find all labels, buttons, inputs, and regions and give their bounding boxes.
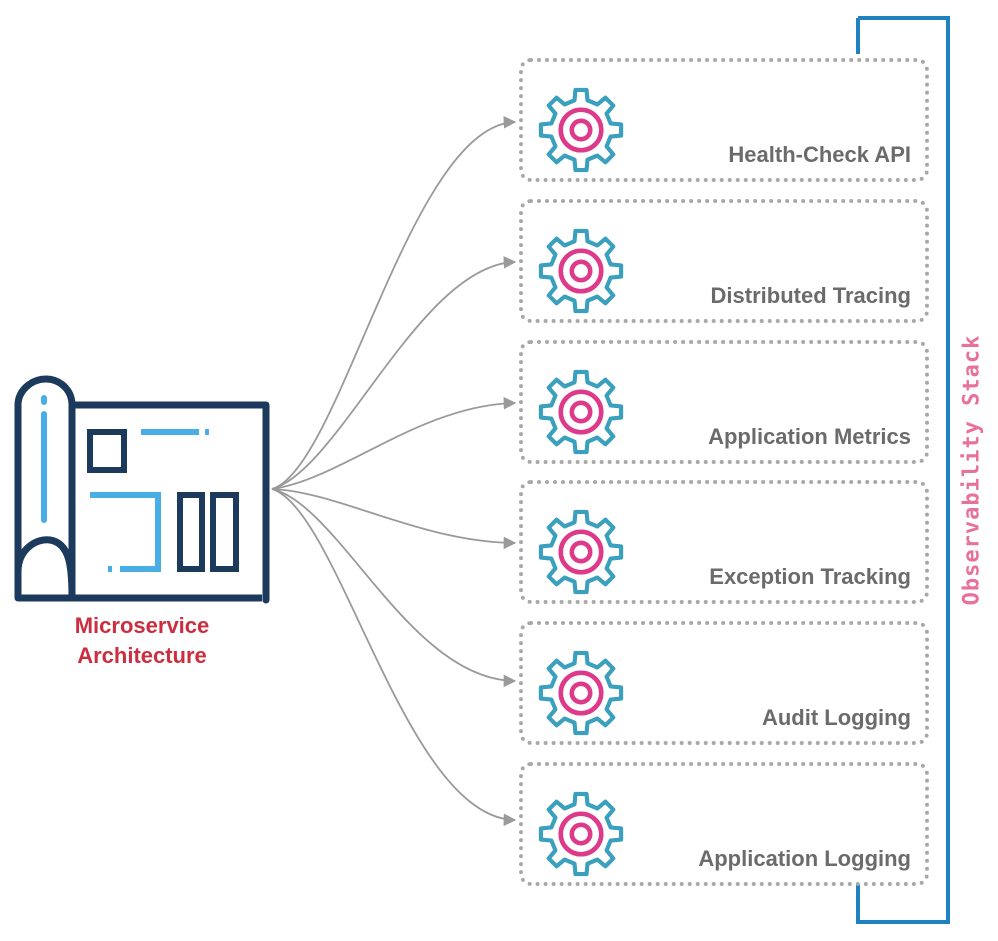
arrow-exception-tracking (271, 488, 517, 550)
stack-item-label: Application Logging (698, 846, 911, 871)
source-label-line1: Microservice (74, 613, 210, 638)
gear-icon (535, 647, 627, 739)
stack-item-application-logging: Application Logging (519, 762, 929, 886)
stack-item-label: Application Metrics (708, 424, 911, 449)
gear-icon (535, 366, 627, 458)
stack-item-distributed-tracing: Distributed Tracing (519, 199, 929, 323)
blueprint-icon (14, 375, 270, 604)
stack-item-health-check: Health-Check API (519, 58, 929, 182)
gear-icon (535, 788, 627, 880)
arrow-application-logging (271, 488, 517, 827)
gear-icon (535, 506, 627, 598)
stack-item-label: Distributed Tracing (710, 283, 911, 308)
source-label-line2: Architecture (77, 643, 207, 668)
gear-icon (535, 225, 627, 317)
arrow-audit-logging (271, 488, 517, 688)
connector-arrows (271, 116, 517, 827)
arrow-distributed-tracing (271, 256, 517, 490)
gear-icon (535, 84, 627, 176)
stack-item-audit-logging: Audit Logging (519, 621, 929, 745)
stack-item-label: Health-Check API (728, 142, 911, 167)
source-label: Microservice Architecture (42, 611, 242, 671)
stack-item-label: Audit Logging (761, 705, 911, 730)
stack-item-exception-tracking: Exception Tracking (519, 480, 929, 604)
arrow-application-metrics (271, 396, 517, 490)
stack-title-text: Observability Stack (959, 334, 985, 606)
stack-item-label: Exception Tracking (709, 564, 911, 589)
arrow-health-check (271, 116, 517, 490)
stack-item-application-metrics: Application Metrics (519, 340, 929, 464)
stack-bracket (856, 16, 950, 924)
